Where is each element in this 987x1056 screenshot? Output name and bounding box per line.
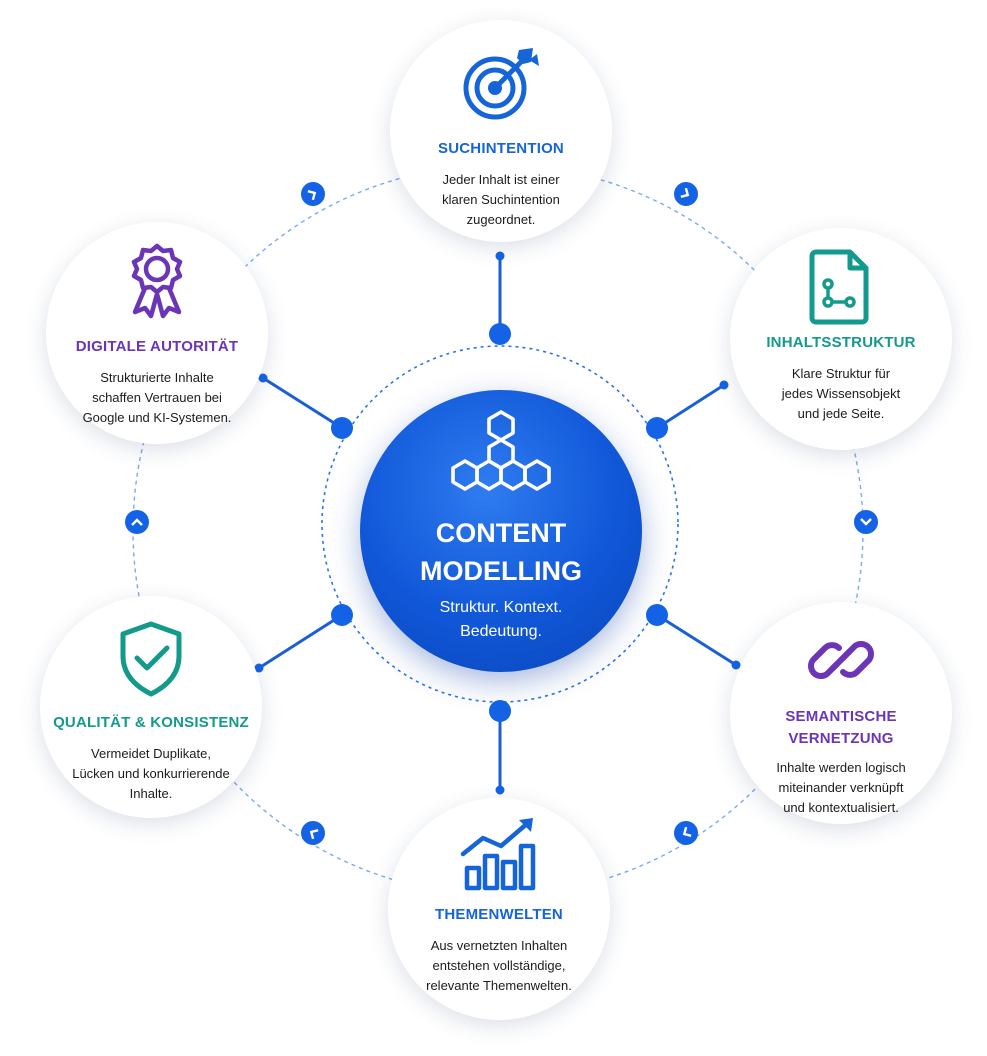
document-structure-icon: [809, 249, 869, 325]
flow-arrow-icon: [674, 182, 698, 206]
growth-chart-icon: [460, 818, 536, 891]
hub-title-line-2: MODELLING: [420, 556, 582, 586]
spoke-bottom-right: [655, 613, 738, 667]
shield-check-icon: [120, 621, 182, 697]
outer-dot-top-right: [719, 380, 729, 390]
hub-title-line-1: CONTENT: [435, 518, 567, 548]
target-arrow-icon: [463, 48, 539, 120]
hub-subtitle: Struktur. Kontext. Bedeutung.: [360, 596, 642, 644]
outer-dot-bottom-left: [254, 663, 264, 673]
node-title: THEMENWELTEN: [435, 906, 563, 923]
node-qualitaet-konsistenz: QUALITÄT & KONSISTENZ Vermeidet Duplikat…: [40, 596, 262, 818]
outer-dot-top-left: [258, 373, 268, 383]
inner-dot-bottom-left: [331, 604, 353, 626]
hub-content-modelling: CONTENT MODELLING Struktur. Kontext. Bed…: [360, 390, 642, 672]
hexagon-cubes-icon: [451, 410, 551, 491]
outer-dot-top: [495, 251, 505, 261]
node-title: INHALTSSTRUKTUR: [766, 334, 916, 351]
flow-arrow-icon: [125, 510, 149, 534]
node-description: Vermeidet Duplikate,Lücken und konkurrie…: [72, 746, 230, 801]
outer-dot-bottom-right: [731, 660, 741, 670]
spoke-top-right: [655, 383, 726, 430]
flow-arrow-icon: [301, 821, 325, 845]
inner-dot-top-right: [646, 417, 668, 439]
inner-dot-bottom: [489, 700, 511, 722]
inner-dot-top-left: [331, 417, 353, 439]
inner-dot-bottom-right: [646, 604, 668, 626]
hub-title: CONTENT MODELLING: [360, 514, 642, 590]
flow-arrow-icon: [674, 821, 698, 845]
node-title: SUCHINTENTION: [438, 140, 564, 157]
award-rosette-icon: [131, 243, 183, 319]
inner-ring: [321, 345, 679, 703]
node-digitale-autoritaet: DIGITALE AUTORITÄT Strukturierte Inhalte…: [46, 222, 268, 444]
node-title: QUALITÄT & KONSISTENZ: [53, 714, 249, 731]
spoke-bottom-left: [257, 613, 344, 670]
hub-subtitle-line-1: Struktur. Kontext.: [439, 599, 563, 616]
flow-arrow-icon: [854, 510, 878, 534]
hub-subtitle-line-2: Bedeutung.: [460, 623, 542, 640]
spoke-top-left: [261, 376, 344, 430]
outer-dot-bottom: [495, 785, 505, 795]
inner-dot-top: [489, 323, 511, 345]
chain-link-icon: [808, 641, 874, 679]
node-title: DIGITALE AUTORITÄT: [75, 338, 239, 355]
flow-arrow-icon: [301, 182, 325, 206]
